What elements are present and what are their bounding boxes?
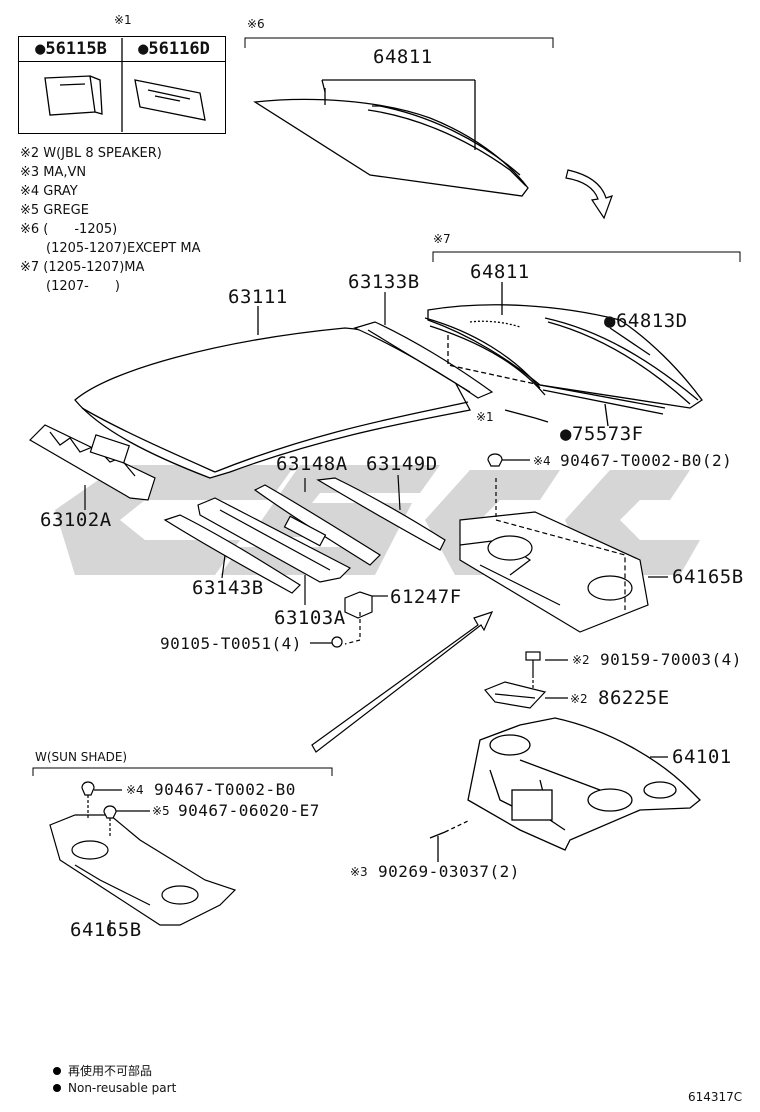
part-63102A: 63102A xyxy=(40,509,112,531)
note-2: ※3 MA,VN xyxy=(20,165,87,180)
part-64811-top: 64811 xyxy=(373,46,433,68)
note-1: ※2 W(JBL 8 SPEAKER) xyxy=(20,146,162,161)
table-cell-2: ●56116D xyxy=(123,37,225,133)
part-mark-4b: ※4 xyxy=(126,783,144,797)
part-mark-1: ※1 xyxy=(476,410,494,424)
part-63103A: 63103A xyxy=(274,607,346,629)
table-cell-1-part: ●56115B xyxy=(19,37,123,62)
part-mark-2a: ※2 xyxy=(572,653,590,667)
table-mark: ※1 xyxy=(114,13,132,27)
part-63149D: 63149D xyxy=(366,453,438,475)
part-64165B-upper: 64165B xyxy=(672,566,744,588)
part-64101: 64101 xyxy=(672,746,732,768)
legend-text-jp: 再使用不可部品 xyxy=(68,1064,153,1078)
note-5: ※6 ( -1205) xyxy=(20,222,118,237)
note-8: (1207- ) xyxy=(20,279,120,294)
legend-bullet-2 xyxy=(53,1084,61,1092)
part-90105-T0051: 90105-T0051(4) xyxy=(160,634,302,653)
table-cell-2-part: ●56116D xyxy=(123,37,225,62)
legend-bullet-1 xyxy=(53,1067,61,1075)
figure-id: 614317C xyxy=(688,1090,743,1104)
part-mark-4a: ※4 xyxy=(533,454,551,468)
part-64165B-sunshade: 64165B xyxy=(70,919,142,941)
part-63133B: 63133B xyxy=(348,271,420,293)
part-90159-70003: 90159-70003(4) xyxy=(600,650,742,669)
part-mark-2b: ※2 xyxy=(570,692,588,706)
part-90467-T0002-B0-2: 90467-T0002-B0(2) xyxy=(560,451,733,470)
part-63111: 63111 xyxy=(228,286,288,308)
part-64813D: ●64813D xyxy=(604,310,688,332)
part-86225E: 86225E xyxy=(598,687,670,709)
legend-text-en: Non-reusable part xyxy=(68,1081,177,1095)
note-4: ※5 GREGE xyxy=(20,203,89,218)
group-mark-7: ※7 xyxy=(433,232,451,246)
note-7: ※7 (1205-1207)MA xyxy=(20,260,145,275)
part-variant-table: ●56115B ●56116D xyxy=(18,36,226,134)
part-63148A: 63148A xyxy=(276,453,348,475)
note-3: ※4 GRAY xyxy=(20,184,78,199)
part-64811-back: 64811 xyxy=(470,261,530,283)
part-90467-06020-E7: 90467-06020-E7 xyxy=(178,801,320,820)
part-61247F: 61247F xyxy=(390,586,462,608)
part-63143B: 63143B xyxy=(192,577,264,599)
group-mark-6: ※6 xyxy=(247,17,265,31)
part-75573F: ●75573F xyxy=(560,423,644,445)
part-mark-3: ※3 xyxy=(350,865,368,879)
part-90467-T0002-B0: 90467-T0002-B0 xyxy=(154,780,296,799)
part-90269-03037: 90269-03037(2) xyxy=(378,862,520,881)
part-mark-5: ※5 xyxy=(152,804,170,818)
table-cell-1: ●56115B xyxy=(19,37,123,133)
group-sunshade: W(SUN SHADE) xyxy=(35,750,128,764)
note-6: (1205-1207)EXCEPT MA xyxy=(20,241,201,256)
